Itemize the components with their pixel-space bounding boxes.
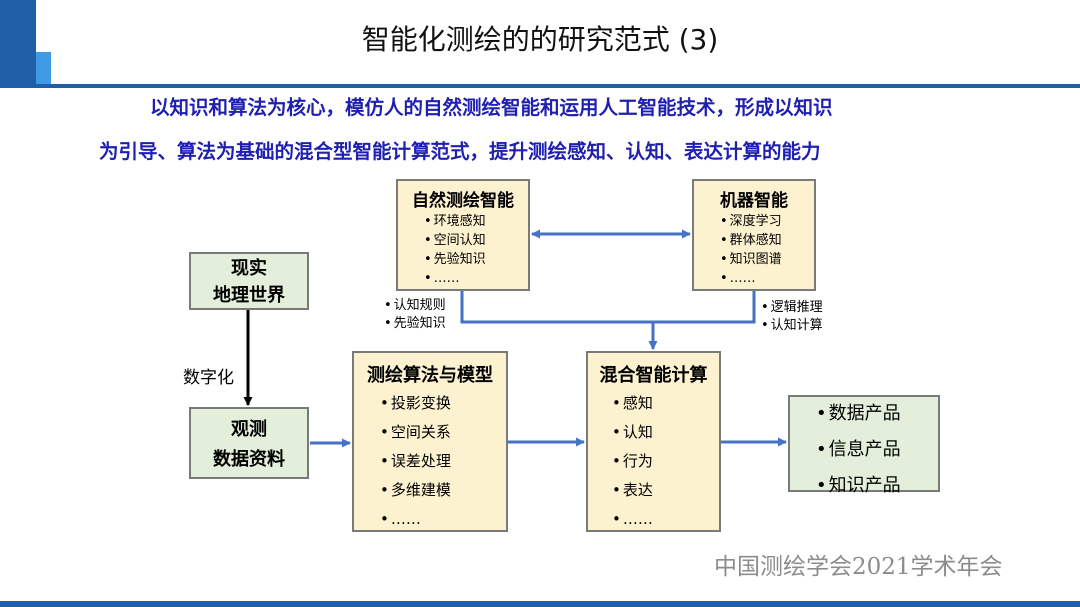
list-item: …… [380,505,506,534]
footer-watermark: 中国测绘学会2021学术年会 [714,554,1003,580]
list-item: 数据产品 [816,396,938,432]
observation-data-line-1: 观测 [231,419,267,440]
flow-label: 先验知识 [384,315,446,333]
list-item: 感知 [612,389,719,418]
header-accent-dark [0,0,36,86]
digitize-label: 数字化 [183,368,234,388]
list-item: 信息产品 [816,432,938,468]
header-accent-light [36,52,51,86]
natural-intelligence-list: 环境感知 空间认知 先验知识 …… [424,212,528,288]
list-item: 多维建模 [380,476,506,505]
list-item: 表达 [612,476,719,505]
hybrid-computing-list: 感知 认知 行为 表达 …… [612,389,719,534]
knowledge-merge-arrow [460,291,756,350]
flow-label: 逻辑推理 [761,299,823,317]
observation-data-line-2: 数据资料 [213,449,285,470]
products-list: 数据产品 信息产品 知识产品 [816,396,938,504]
bottom-divider [0,601,1080,607]
list-item: 认知 [612,418,719,447]
machine-intelligence-list: 深度学习 群体感知 知识图谱 …… [720,212,814,288]
list-item: 行为 [612,447,719,476]
natural-intelligence-box: 自然测绘智能 环境感知 空间认知 先验知识 …… [396,179,530,291]
products-box: 数据产品 信息产品 知识产品 [788,395,940,496]
machine-intelligence-title: 机器智能 [720,191,788,211]
real-world-box: 现实 地理世界 [189,252,309,310]
list-item: 空间认知 [424,231,528,250]
list-item: 知识产品 [816,468,938,504]
list-item: 环境感知 [424,212,528,231]
algorithms-models-list: 投影变换 空间关系 误差处理 多维建模 …… [380,389,506,534]
list-item: …… [612,505,719,534]
real-world-line-1: 现实 [231,258,267,279]
list-item: 投影变换 [380,389,506,418]
title-divider [0,84,1080,88]
real-world-line-2: 地理世界 [213,285,285,306]
hybrid-computing-box: 混合智能计算 感知 认知 行为 表达 …… [586,351,721,532]
list-item: …… [424,269,528,288]
algorithms-models-title: 测绘算法与模型 [367,365,493,386]
observation-data-box: 观测 数据资料 [189,407,309,479]
list-item: 先验知识 [424,250,528,269]
subtitle-line-2: 为引导、算法为基础的混合型智能计算范式，提升测绘感知、认知、表达计算的能力 [99,140,821,163]
list-item: …… [720,269,814,288]
natural-intelligence-title: 自然测绘智能 [412,191,514,211]
list-item: 深度学习 [720,212,814,231]
left-flow-labels: 认知规则 先验知识 [384,297,446,333]
list-item: 误差处理 [380,447,506,476]
list-item: 知识图谱 [720,250,814,269]
list-item: 群体感知 [720,231,814,250]
hybrid-computing-title: 混合智能计算 [599,365,708,386]
list-item: 空间关系 [380,418,506,447]
algorithms-models-box: 测绘算法与模型 投影变换 空间关系 误差处理 多维建模 …… [352,351,508,532]
flow-label: 认知规则 [384,297,446,315]
right-flow-labels: 逻辑推理 认知计算 [761,299,823,335]
machine-intelligence-box: 机器智能 深度学习 群体感知 知识图谱 …… [692,179,816,291]
slide-title: 智能化测绘的的研究范式 (3) [361,23,719,56]
subtitle-line-1: 以知识和算法为核心，模仿人的自然测绘智能和运用人工智能技术，形成以知识 [150,96,833,119]
flow-label: 认知计算 [761,317,823,335]
